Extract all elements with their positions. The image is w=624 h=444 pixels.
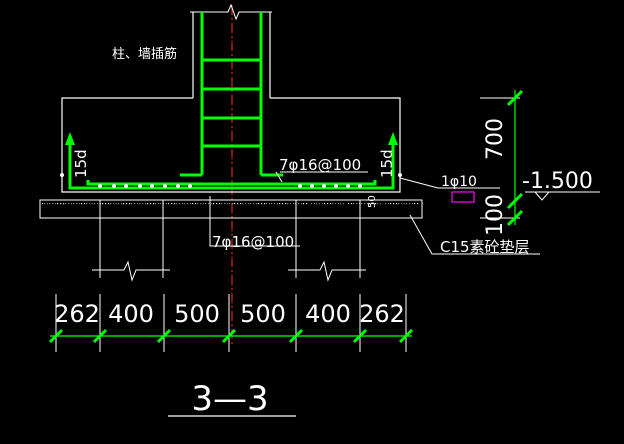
- rebar-dots: [60, 173, 402, 188]
- label-cover: 50: [367, 195, 378, 208]
- rebar-dot: [322, 184, 326, 188]
- rebar-dot: [150, 184, 154, 188]
- dimension-tick: [288, 328, 304, 344]
- right-hook-arrow: [388, 132, 398, 145]
- dimension-label-1: 262: [54, 300, 100, 328]
- label-height-lower: 100: [483, 194, 508, 236]
- dimension-tick: [48, 328, 64, 344]
- rebar-dot: [163, 184, 167, 188]
- label-cushion: C15素砼垫层: [440, 238, 530, 256]
- rebar-dot: [124, 184, 128, 188]
- dimension-tick: [156, 328, 172, 344]
- column-break-symbol: [190, 3, 272, 21]
- footing-rebar: [68, 140, 395, 190]
- left-pier-outline: [99, 199, 164, 278]
- section-title: 3—3: [191, 379, 268, 419]
- dimension-tick: [92, 328, 108, 344]
- cushion-hatch: [42, 203, 419, 205]
- label-bottom-rebar: 7φ16@100: [212, 233, 294, 251]
- rebar-dot: [358, 184, 362, 188]
- rebar-dot: [98, 184, 102, 188]
- dimension-label-3: 500: [174, 300, 220, 328]
- cushion-layer: [39, 199, 423, 219]
- elevation-marker: [525, 191, 600, 201]
- rebar-dot: [138, 184, 142, 188]
- right-pier-break: [288, 260, 366, 282]
- rebar-dot: [112, 184, 116, 188]
- left-hook-arrow: [65, 132, 75, 145]
- rebar-dot: [334, 184, 338, 188]
- label-hook-left: 15d: [72, 149, 90, 178]
- footing-outline: [61, 97, 401, 193]
- label-column-dowels: 柱、墙插筋: [112, 46, 177, 62]
- rebar-dot: [310, 184, 314, 188]
- label-height-upper: 700: [483, 118, 508, 160]
- rebar-dot: [188, 184, 192, 188]
- label-elevation: -1.500: [522, 169, 593, 194]
- label-top-rebar: 7φ16@100: [279, 156, 361, 174]
- dimension-tick: [221, 328, 237, 344]
- dimension-label-5: 400: [305, 300, 351, 328]
- horizontal-dimension: [48, 294, 414, 352]
- leader-lines: [209, 171, 540, 255]
- dimension-tick: [352, 328, 368, 344]
- vertical-dimension: [480, 89, 524, 227]
- label-stirrup: 1φ10: [441, 174, 477, 190]
- stirrup-marker: [451, 191, 475, 203]
- right-pier-outline: [295, 199, 361, 278]
- rebar-dot: [346, 184, 350, 188]
- dimension-label-2: 400: [108, 300, 154, 328]
- rebar-dot: [176, 184, 180, 188]
- dimension-label-4: 500: [240, 300, 286, 328]
- rebar-dot: [60, 173, 64, 177]
- rebar-dot: [398, 173, 402, 177]
- dimension-label-6: 262: [359, 300, 405, 328]
- label-hook-right: 15d: [378, 149, 396, 178]
- dimension-tick: [398, 328, 414, 344]
- rebar-dot: [298, 184, 302, 188]
- column-dowels: [180, 12, 283, 177]
- left-pier-break: [92, 260, 170, 282]
